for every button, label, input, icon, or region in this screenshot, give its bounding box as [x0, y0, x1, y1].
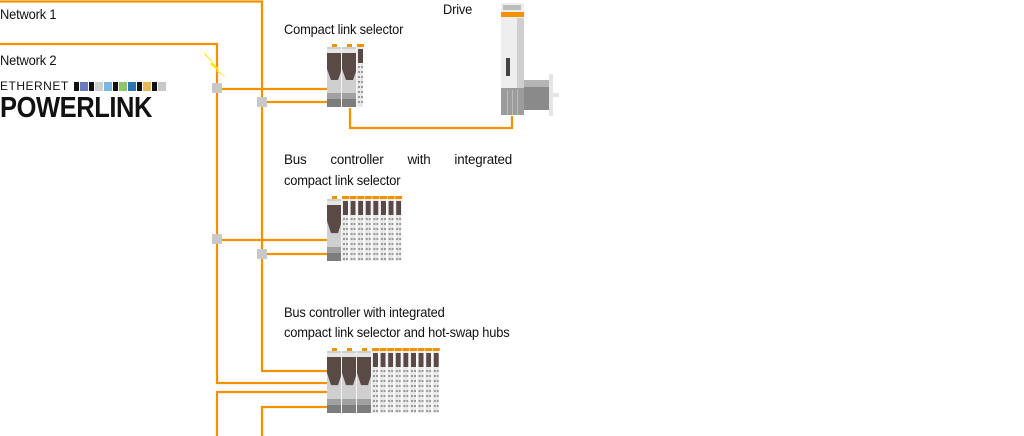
network2-cable — [0, 42, 328, 385]
junction-n2-bc1 — [212, 234, 222, 244]
drive-label: Drive — [443, 1, 473, 17]
logo-color-bar — [119, 82, 127, 91]
bus-controller-1-label-line1: Bus controller with integrated — [284, 152, 512, 167]
logo-color-bar — [104, 82, 112, 91]
io-slice — [379, 351, 387, 413]
bus-controller-2-device — [327, 348, 440, 413]
lightning-icon — [204, 52, 227, 78]
logo-color-bar — [89, 82, 94, 91]
logo-color-bar — [95, 82, 103, 91]
io-slice — [357, 47, 364, 107]
io-slice — [387, 199, 395, 261]
network1-label: Network 1 — [0, 6, 57, 22]
io-slice — [349, 199, 357, 261]
bus-controller-2-label-line2: compact link selector and hot-swap hubs — [284, 324, 510, 340]
junction-n1-cls — [257, 97, 267, 107]
network2-label: Network 2 — [0, 52, 57, 68]
io-slice — [364, 199, 372, 261]
compact-link-selector-device — [327, 44, 364, 107]
logo-color-bar — [152, 82, 157, 91]
network1-cable — [0, 0, 328, 373]
io-slice — [402, 351, 410, 413]
io-slice — [380, 199, 387, 261]
io-slice — [394, 351, 402, 413]
logo-color-bar — [137, 82, 142, 91]
io-slice — [432, 351, 440, 413]
bus-controller-1-label-line2: compact link selector — [284, 172, 401, 188]
logo-color-bar — [113, 82, 118, 91]
io-slice — [342, 199, 349, 261]
logo-color-bar — [80, 82, 88, 91]
io-slice — [417, 351, 425, 413]
io-slice — [410, 351, 417, 413]
bc2-out-cable-2 — [260, 405, 328, 436]
bus-controller-2-label-line1: Bus controller with integrated — [284, 304, 445, 320]
io-slice — [395, 199, 403, 261]
cls-to-drive-cable — [348, 108, 514, 130]
logo-ethernet-text: ETHERNET — [0, 79, 69, 93]
logo-color-bar — [143, 82, 151, 91]
logo-color-bar — [74, 82, 79, 91]
logo-color-bar — [128, 82, 136, 91]
logo-powerlink-text: POWERLINK — [0, 92, 152, 124]
logo-color-bar — [158, 82, 166, 91]
compact-link-selector-label: Compact link selector — [284, 21, 404, 37]
io-slice — [387, 351, 395, 413]
io-slice — [357, 199, 365, 261]
bc2-out-cable-1 — [215, 390, 328, 436]
drive-device — [501, 3, 559, 116]
junction-n2-cls — [212, 83, 222, 93]
io-slice — [372, 351, 379, 413]
junction-n1-bc1 — [257, 249, 267, 259]
io-slice — [425, 351, 433, 413]
bus-controller-1-device — [327, 196, 403, 261]
io-slice — [372, 199, 380, 261]
